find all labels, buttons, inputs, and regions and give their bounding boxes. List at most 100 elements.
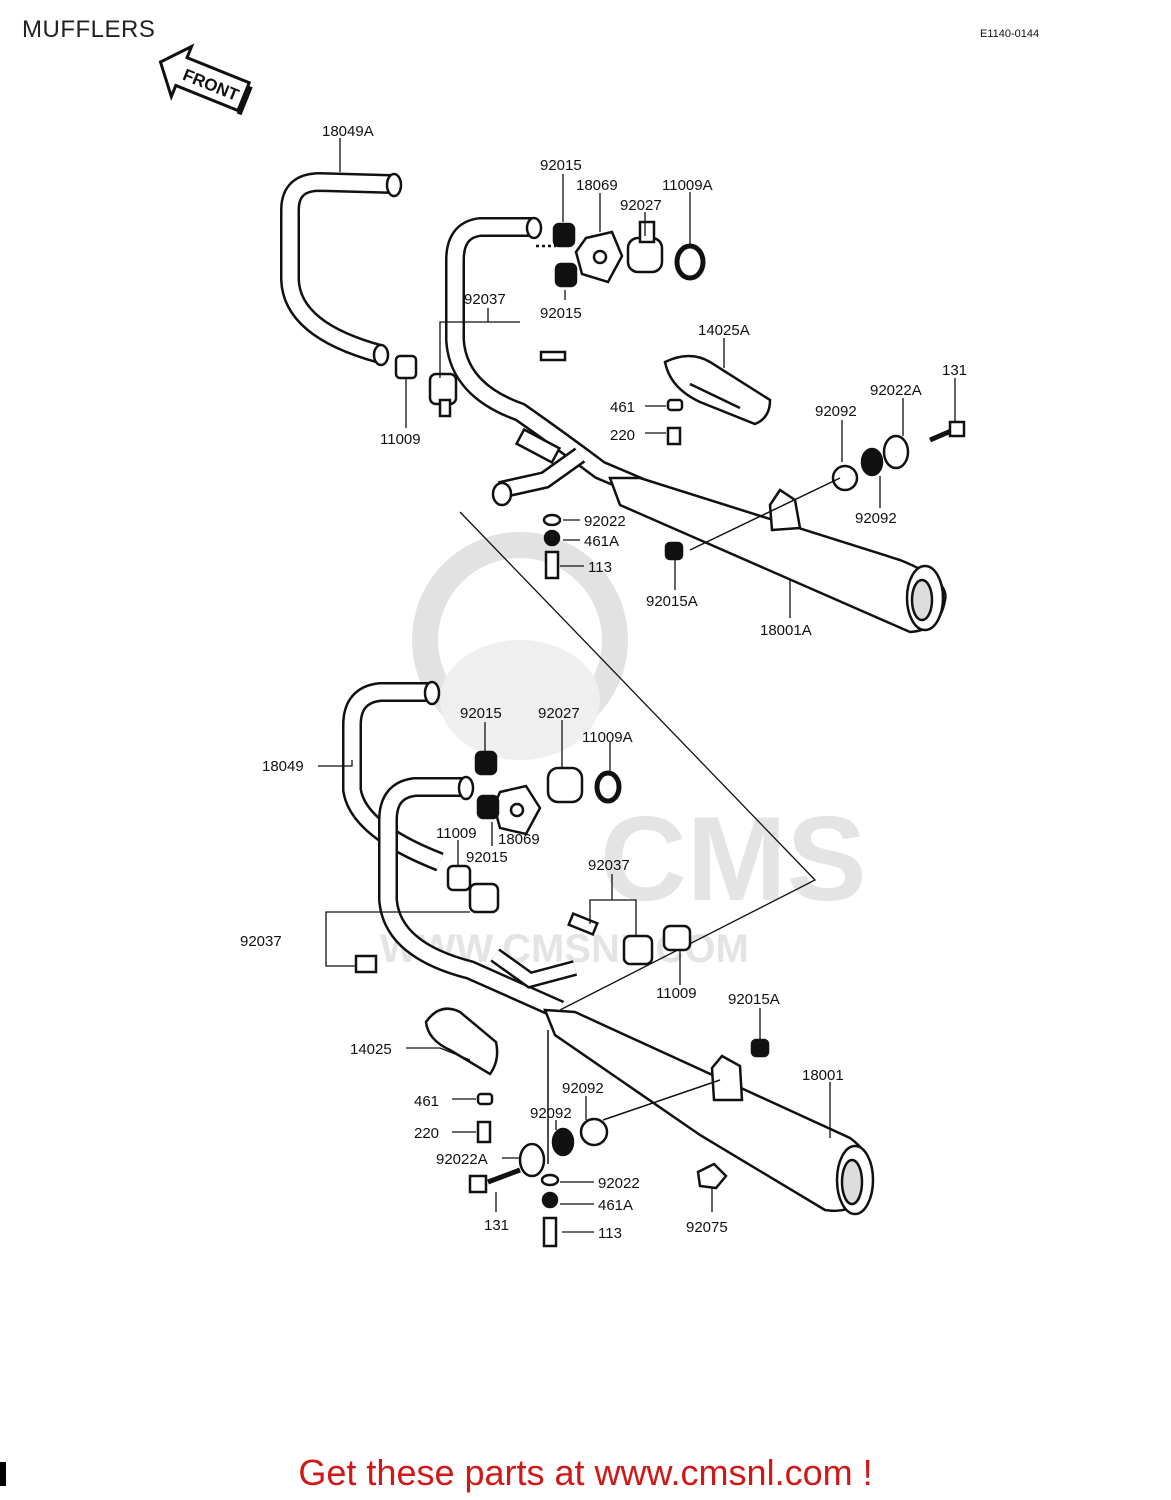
label-18001: 18001: [802, 1067, 844, 1084]
labels-lower: 92015 92027 11009A 18049 11009 18069 920…: [240, 705, 844, 1242]
nut-92015-upper-a: [552, 222, 576, 248]
washer-92022-lower: [540, 1173, 560, 1187]
muffler-18001A: [608, 476, 947, 634]
washer-461-upper: [666, 398, 684, 412]
label-131: 131: [484, 1217, 509, 1234]
bolt-113-lower: [542, 1216, 558, 1248]
pipe-end-18049A: [385, 172, 403, 198]
label-92037: 92037: [464, 291, 506, 308]
upper-assembly: [280, 171, 966, 634]
damper-92092-lower-b: [551, 1127, 575, 1157]
watermark-mascot-face: [440, 640, 600, 760]
damper-92092-upper-a: [860, 447, 884, 477]
label-92075: 92075: [686, 1219, 728, 1236]
front-arrow-shadow: [236, 85, 253, 116]
edge-mark: [0, 1462, 6, 1486]
label-92015A: 92015A: [646, 593, 698, 610]
label-92037: 92037: [240, 933, 282, 950]
clamp-bolt-lower-b: [567, 911, 599, 937]
gasket-11009-lower-a: [446, 864, 472, 892]
clamp-92037-lower-b: [622, 934, 654, 966]
label-92015: 92015: [466, 849, 508, 866]
label-92092: 92092: [855, 510, 897, 527]
nut-92015A-upper: [664, 541, 684, 561]
label-92022A: 92022A: [870, 382, 922, 399]
heat-guard-14025A: [663, 354, 772, 426]
label-92092: 92092: [815, 403, 857, 420]
lower-assembly: [342, 680, 875, 1248]
label-461A: 461A: [584, 533, 619, 550]
front-arrow-shape: [158, 43, 252, 113]
label-461: 461: [610, 399, 635, 416]
washer-92022-upper: [542, 513, 562, 527]
assembly-linkage: [459, 511, 817, 1011]
clamp-92037-lower-a: [468, 882, 500, 914]
label-11009: 11009: [380, 431, 421, 448]
bolt-220-upper: [666, 426, 682, 446]
label-92015: 92015: [460, 705, 502, 722]
washer-92022A-lower: [518, 1142, 546, 1178]
watermark-brand: CMS: [600, 792, 867, 926]
gasket-11009-lower-b: [662, 924, 692, 952]
washer-461A-upper: [543, 529, 561, 547]
label-131: 131: [942, 362, 967, 379]
bolt-113-upper: [544, 550, 560, 580]
damper-92092-lower-a: [579, 1117, 609, 1147]
page-title: MUFFLERS: [22, 16, 156, 43]
label-11009A: 11009A: [662, 177, 713, 194]
label-461: 461: [414, 1093, 439, 1110]
label-220: 220: [610, 427, 635, 444]
label-461A: 461A: [598, 1197, 633, 1214]
label-92092: 92092: [562, 1080, 604, 1097]
gasket-11009A-upper: [674, 243, 706, 281]
bolt-131-lower: [487, 1167, 521, 1185]
muffler-bracket-lower: [710, 1054, 744, 1102]
watermark: CMS WWW.CMSNL.COM: [380, 532, 867, 971]
leaders-lower: [318, 720, 831, 1233]
label-11009: 11009: [436, 825, 477, 842]
nut-92015-upper-b: [554, 262, 578, 288]
label-92022: 92022: [598, 1175, 640, 1192]
damper-92092-upper-b: [831, 464, 859, 492]
nut-92015A-lower: [750, 1038, 770, 1058]
nut-92015-lower-a: [474, 750, 498, 776]
label-14025: 14025: [350, 1041, 392, 1058]
label-11009A: 11009A: [582, 729, 633, 746]
label-92092: 92092: [530, 1105, 572, 1122]
label-92037: 92037: [588, 857, 630, 874]
label-18069: 18069: [498, 831, 540, 848]
nut-92015-lower-b: [476, 794, 500, 820]
clamp-bolt-lower-a: [354, 954, 378, 974]
washer-461-lower: [476, 1092, 494, 1106]
gasket-11009A-lower: [594, 770, 622, 804]
bolt-220-lower: [476, 1120, 492, 1144]
clamp-bolt-upper: [539, 350, 567, 362]
label-18069: 18069: [576, 177, 618, 194]
nut-92075: [696, 1162, 728, 1190]
label-18001A: 18001A: [760, 622, 812, 639]
diagram-code: E1140-0144: [980, 28, 1040, 40]
label-92027: 92027: [620, 197, 662, 214]
holder-92027-lower: [546, 766, 584, 804]
leaders-upper: [339, 138, 956, 618]
label-92015A: 92015A: [728, 991, 780, 1008]
front-arrow: FRONT: [158, 43, 253, 116]
label-220: 220: [414, 1125, 439, 1142]
label-11009: 11009: [656, 985, 697, 1002]
labels-upper: 18049A 92015 18069 11009A 92027 92037 92…: [322, 123, 967, 639]
label-14025A: 14025A: [698, 322, 750, 339]
footer-link-text[interactable]: Get these parts at www.cmsnl.com !: [298, 1452, 873, 1493]
gasket-11009-upper: [394, 354, 418, 380]
washer-461A-lower: [541, 1191, 559, 1209]
exhaust-pipe-18049A: [280, 171, 393, 364]
label-113: 113: [588, 559, 612, 576]
washer-92022A-upper: [882, 434, 910, 470]
heat-guard-14025: [424, 1007, 499, 1076]
label-92022: 92022: [584, 513, 626, 530]
label-18049: 18049: [262, 758, 304, 775]
label-113: 113: [598, 1225, 622, 1242]
label-92015: 92015: [540, 157, 582, 174]
label-92015: 92015: [540, 305, 582, 322]
label-92022A: 92022A: [436, 1151, 488, 1168]
